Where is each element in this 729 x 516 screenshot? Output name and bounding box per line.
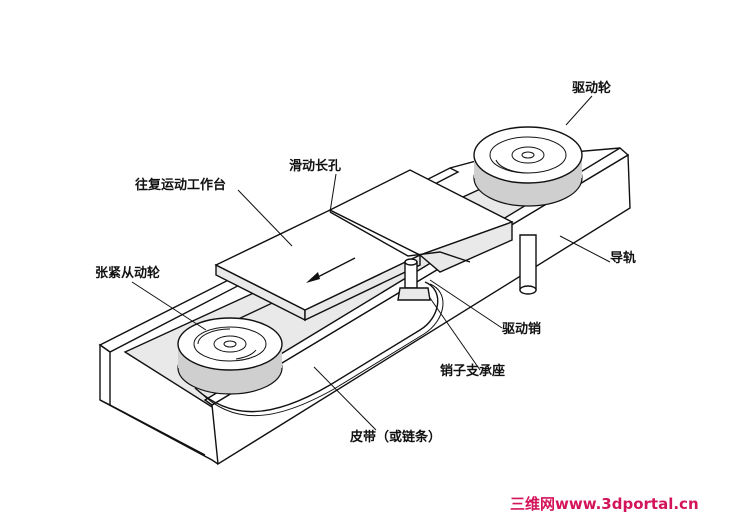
label-guide-rail: 导轨 (610, 250, 636, 266)
pin-seat (397, 287, 431, 301)
drive-shaft (519, 234, 537, 291)
tension-wheel (177, 317, 283, 395)
label-belt: 皮带（或链条） (349, 429, 441, 445)
label-tension-wheel: 张紧从动轮 (95, 265, 160, 281)
drive-pin (404, 261, 418, 289)
sliding-slot (329, 211, 471, 263)
label-drive-pin: 驱动销 (502, 321, 541, 337)
worktable (214, 169, 514, 322)
drive-pin-assembly (397, 258, 431, 301)
label-pin-seat: 销子支承座 (440, 363, 505, 379)
label-worktable: 往复运动工作台 (135, 177, 226, 193)
leader-lines (131, 95, 611, 431)
watermark: 三维网www.3dportal.cn (510, 495, 699, 513)
label-drive-wheel: 驱动轮 (572, 80, 611, 96)
label-slot: 滑动长孔 (289, 158, 341, 174)
drive-wheel (473, 126, 583, 295)
